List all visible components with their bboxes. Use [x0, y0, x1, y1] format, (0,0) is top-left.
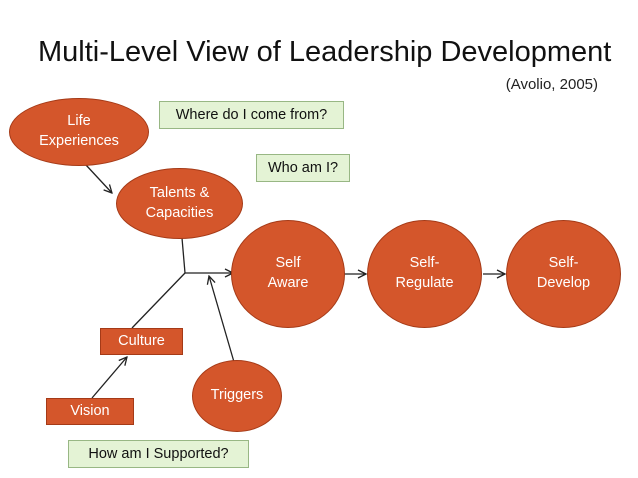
arrow-triggers-to-line: [209, 276, 235, 363]
line-culture-to-junction: [131, 272, 186, 329]
question-who-am-i: Who am I?: [256, 154, 350, 182]
question-how-am-i-supported: How am I Supported?: [68, 440, 249, 468]
node-talents-capacities: Talents & Capacities: [116, 168, 243, 239]
node-self-aware: Self Aware: [231, 220, 345, 328]
diagram-title: Multi-Level View of Leadership Developme…: [38, 36, 612, 68]
arrow-life-to-talents: [85, 164, 112, 193]
node-culture-label: Culture: [118, 332, 165, 349]
arrow-vision-to-culture: [91, 357, 127, 399]
line-talents-to-junction: [181, 237, 186, 274]
node-self-regulate: Self- Regulate: [367, 220, 482, 328]
node-life-experiences: Life Experiences: [9, 98, 149, 166]
node-vision-label: Vision: [70, 402, 110, 419]
node-life-experiences-label: Life Experiences: [39, 113, 119, 149]
node-self-develop: Self- Develop: [506, 220, 621, 328]
node-triggers-label: Triggers: [210, 387, 264, 404]
node-culture: Culture: [100, 328, 183, 355]
question-where-do-i-come-from: Where do I come from?: [159, 101, 344, 129]
node-triggers: Triggers: [192, 360, 282, 432]
node-talents-capacities-label: Talents & Capacities: [145, 184, 214, 221]
node-self-develop-label: Self- Develop: [536, 255, 591, 291]
node-vision: Vision: [46, 398, 134, 425]
citation: (Avolio, 2005): [505, 76, 598, 93]
node-self-regulate-label: Self- Regulate: [395, 255, 454, 291]
node-self-aware-label: Self Aware: [267, 255, 309, 291]
